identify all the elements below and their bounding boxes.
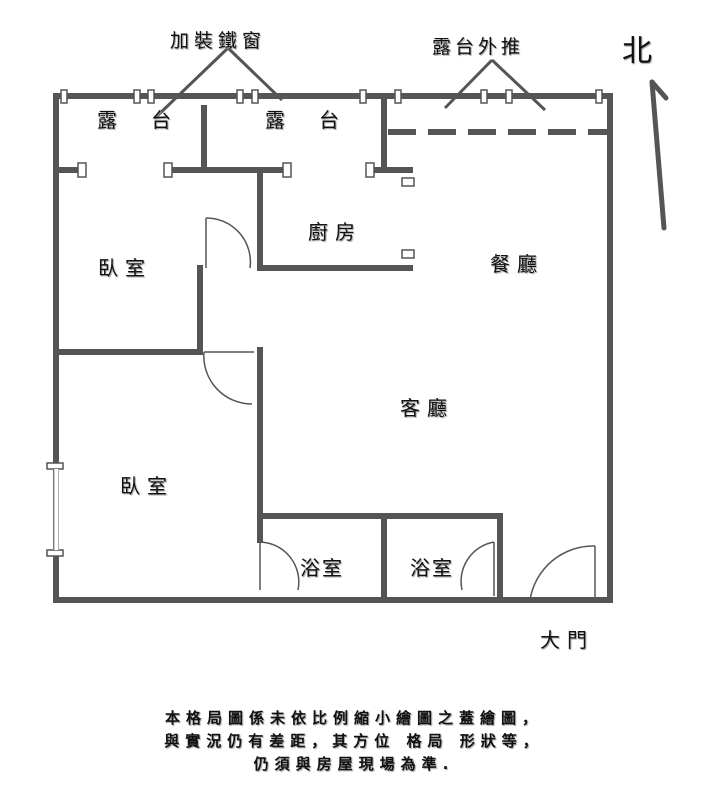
balcony-push-label: 露台外推 bbox=[432, 36, 525, 58]
kitchen-label: 廚房 bbox=[308, 220, 362, 244]
bath-2-label: 浴室 bbox=[410, 556, 454, 580]
main-door-label: 大門 bbox=[540, 628, 594, 652]
north-arrow-icon bbox=[649, 79, 669, 231]
doors bbox=[203, 217, 596, 601]
north-label: 北 bbox=[622, 34, 652, 69]
balcony-right-label: 露 台 bbox=[265, 108, 346, 132]
dining-label: 餐廳 bbox=[490, 252, 544, 276]
bedroom-1-label: 臥室 bbox=[98, 256, 152, 280]
bath-1-label: 浴室 bbox=[300, 556, 344, 580]
disclaimer-line-1: 本格局圖係未依比例縮小繪圖之蓋繪圖， bbox=[164, 709, 543, 727]
bath-2-door bbox=[460, 541, 495, 596]
walls bbox=[53, 93, 613, 603]
callout-lines bbox=[153, 46, 547, 120]
main-door bbox=[529, 545, 596, 601]
living-label: 客廳 bbox=[400, 396, 454, 420]
bedroom-1-door bbox=[205, 217, 252, 269]
bath-1-door bbox=[259, 541, 300, 591]
iron-window-label: 加裝鐵窗 bbox=[170, 30, 267, 52]
balcony-left-label: 露 台 bbox=[97, 108, 178, 132]
disclaimer-line-3: 仍須與房屋現場為準. bbox=[253, 755, 455, 773]
bedroom-2-door bbox=[203, 351, 254, 405]
bedroom-2-label: 臥室 bbox=[120, 474, 174, 498]
disclaimer-line-2: 與實況仍有差距，其方位 格局 形狀等， bbox=[164, 732, 544, 750]
